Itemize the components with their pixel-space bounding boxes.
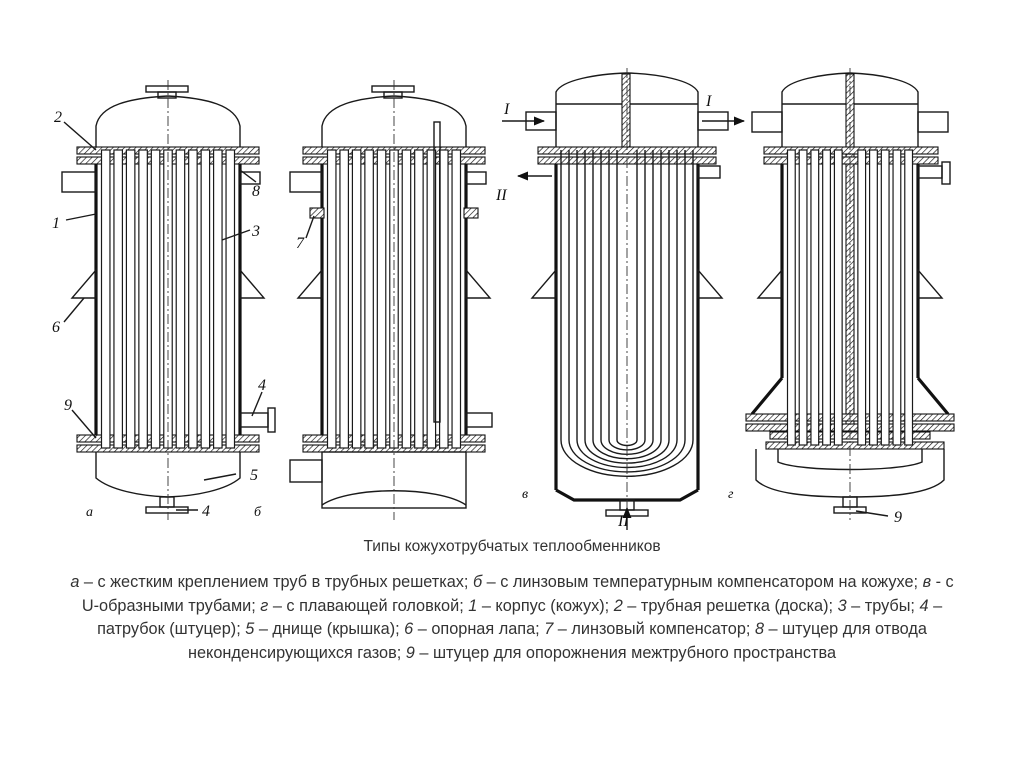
legend-key: 9 [405,643,415,662]
u-tube [584,150,670,464]
part-label: 9 [64,397,72,414]
part-label: 2 [54,109,62,126]
tube [857,149,867,446]
exchanger-v [525,68,729,530]
legend-text: – линзовый компенсатор; [553,620,755,638]
tube [212,149,223,449]
heat-exchanger-figure: 2 8 1 3 7 6 9 4 5 4 9 а б в г I I II II [52,68,955,530]
part-number-labels: 2 8 1 3 7 6 9 4 5 4 9 [52,109,902,526]
variant-labels: а б в г [86,487,734,520]
tube [451,149,462,449]
flow-arrows [502,116,746,530]
legend-key: б [472,573,483,591]
legend-text: - с U-образными трубами; [81,573,954,615]
part-label: 4 [202,503,210,520]
thermowell-b [433,121,441,423]
u-tube [560,150,694,477]
tube [100,149,111,449]
legend-text: – с плавающей головкой; [268,596,469,615]
tube [798,149,808,446]
figure-legend: а – с жестким креплением труб в трубных … [70,571,954,665]
legend-text: – трубная решетка (доска); [622,596,838,615]
legend-text: – штуцер для отвода неконденсирующихся г… [187,620,927,662]
tube [904,149,914,446]
part-label: 9 [894,509,902,526]
legend-key: г [260,596,269,615]
part-label: 4 [258,377,266,394]
tube [339,149,350,449]
part-label: 6 [52,319,60,336]
flow-label-inlet: I [503,101,510,118]
tube [175,149,186,449]
top-head-a [95,95,241,147]
tube [426,149,437,449]
tube [810,149,820,446]
variant-label-v: в [522,487,528,502]
legend-key: 8 [754,620,764,638]
tube [125,149,136,449]
legend-key: 6 [404,620,414,638]
part-label: 1 [52,215,60,232]
exchanger-a [61,80,276,520]
legend-key: 7 [544,620,554,638]
tube [326,149,337,449]
u-tube [592,150,662,460]
legend-text: – опорная лапа; [413,620,545,638]
variant-label-b: б [254,505,262,520]
legend-text: – с жестким креплением труб в трубных ре… [79,573,473,591]
legend-text: – патрубок (штуцер); [97,596,943,639]
variant-label-g: г [728,487,734,502]
u-tube [616,150,638,447]
part-label: 3 [251,223,260,240]
support-lug-a [70,268,97,299]
legend-key: 2 [613,596,623,615]
legend-text: – трубы; [846,596,920,615]
partition-v [621,73,631,151]
flow-label-outlet: I [705,93,712,110]
tube [438,149,449,449]
legend-key: 4 [919,596,929,615]
tube [833,149,843,446]
tube [188,149,198,449]
tubes-a [100,149,236,449]
tube [401,149,412,449]
tube [113,149,124,449]
variant-label-a: а [86,505,93,520]
tube [892,149,902,446]
legend-key: 1 [468,596,478,615]
tube [351,149,362,449]
legend-key: в [922,573,932,591]
tube [786,149,796,446]
tube [200,149,211,449]
tube [138,149,148,449]
tube [822,149,832,446]
legend-text: – днище (крышка); [254,620,405,638]
legend-key: 5 [245,620,255,638]
part-label: 8 [252,183,260,200]
tubes-g [786,149,914,446]
exchanger-g [745,68,955,520]
legend-text: – корпус (кожух); [477,596,614,615]
tube [868,149,878,446]
lens-compensator-b [309,207,325,219]
part-label: 7 [296,235,305,252]
tube [364,149,374,449]
flow-label-inlet-ii: II [617,513,629,530]
tube [414,149,424,449]
tube [880,149,890,446]
tube [225,149,236,449]
leader-lines [63,121,889,517]
legend-key: 3 [837,596,847,615]
flow-labels: I I II II [495,93,712,530]
legend-key: а [70,573,80,591]
legend-text: – с линзовым температурным компенсатором… [482,573,923,591]
figure-title: Типы кожухотрубчатых теплообменников [363,538,661,555]
tube [376,149,387,449]
tube [150,149,161,449]
legend-text: – штуцер для опорожнения межтрубного про… [414,643,837,662]
part-label: 5 [250,467,258,484]
exchanger-b [289,80,493,520]
flow-label-outlet-ii: II [495,187,507,204]
